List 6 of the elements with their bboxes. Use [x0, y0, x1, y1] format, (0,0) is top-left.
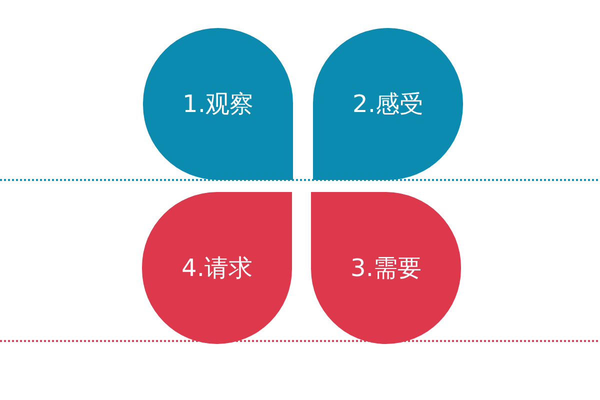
- petal-label: 2.感受: [352, 90, 424, 118]
- petal-shape: [142, 192, 292, 344]
- petal-shape: [311, 192, 461, 344]
- petal-label: 4.请求: [182, 254, 252, 282]
- petal-label: 1.观察: [182, 90, 254, 118]
- petal-label: 3.需要: [350, 254, 422, 282]
